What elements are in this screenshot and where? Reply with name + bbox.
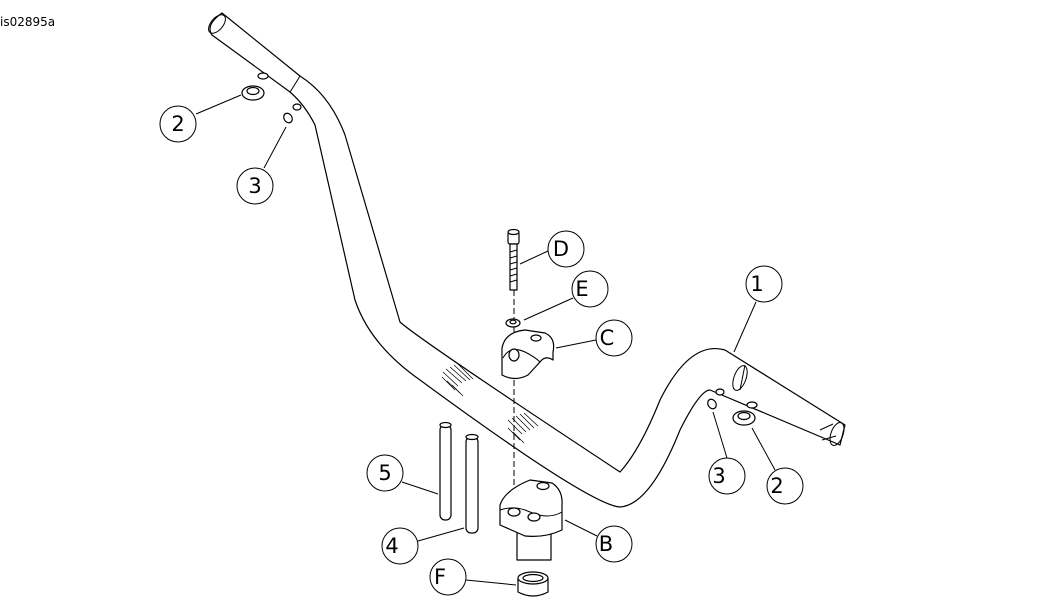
callout-3-right: 3 (708, 457, 746, 495)
callout-d: D (547, 230, 585, 268)
upper-clamp (501, 329, 555, 380)
callout-2-left: 2 (159, 105, 197, 143)
svg-text:3: 3 (248, 174, 261, 198)
handlebar (208, 12, 846, 508)
svg-text:E: E (575, 277, 588, 301)
pin-5 (439, 421, 452, 521)
callout-3-left: 3 (236, 167, 274, 205)
bolt (507, 228, 520, 291)
figure-id: is02895a (0, 15, 56, 29)
leader-lines (195, 94, 776, 586)
svg-text:2: 2 (171, 112, 184, 136)
svg-text:B: B (599, 532, 613, 556)
pin-4 (465, 433, 479, 534)
riser-lower-clamp (499, 479, 563, 561)
svg-text:C: C (600, 326, 615, 350)
bushing (517, 571, 549, 597)
svg-text:2: 2 (770, 474, 783, 498)
svg-text:1: 1 (750, 272, 763, 296)
bar-fittings-right (715, 388, 758, 409)
bar-fittings-left (257, 72, 302, 111)
insert-right (707, 398, 717, 410)
callout-5: 5 (366, 454, 404, 492)
grommet-right (732, 410, 756, 426)
svg-text:F: F (434, 565, 446, 589)
svg-text:3: 3 (712, 464, 725, 488)
washer (505, 318, 521, 328)
callouts: 2 3 D E C 1 3 2 (159, 105, 804, 596)
knurl-left (441, 363, 474, 397)
callout-c: C (595, 319, 633, 357)
svg-text:4: 4 (385, 534, 398, 558)
grommet-left (241, 85, 265, 101)
svg-text:5: 5 (378, 461, 391, 485)
callout-b: B (595, 525, 633, 563)
callout-4: 4 (381, 527, 419, 565)
callout-e: E (571, 270, 609, 308)
callout-2-right: 2 (766, 467, 804, 505)
callout-1: 1 (745, 265, 783, 303)
svg-text:D: D (553, 237, 569, 261)
insert-left (283, 112, 293, 124)
callout-f: F (429, 558, 467, 596)
